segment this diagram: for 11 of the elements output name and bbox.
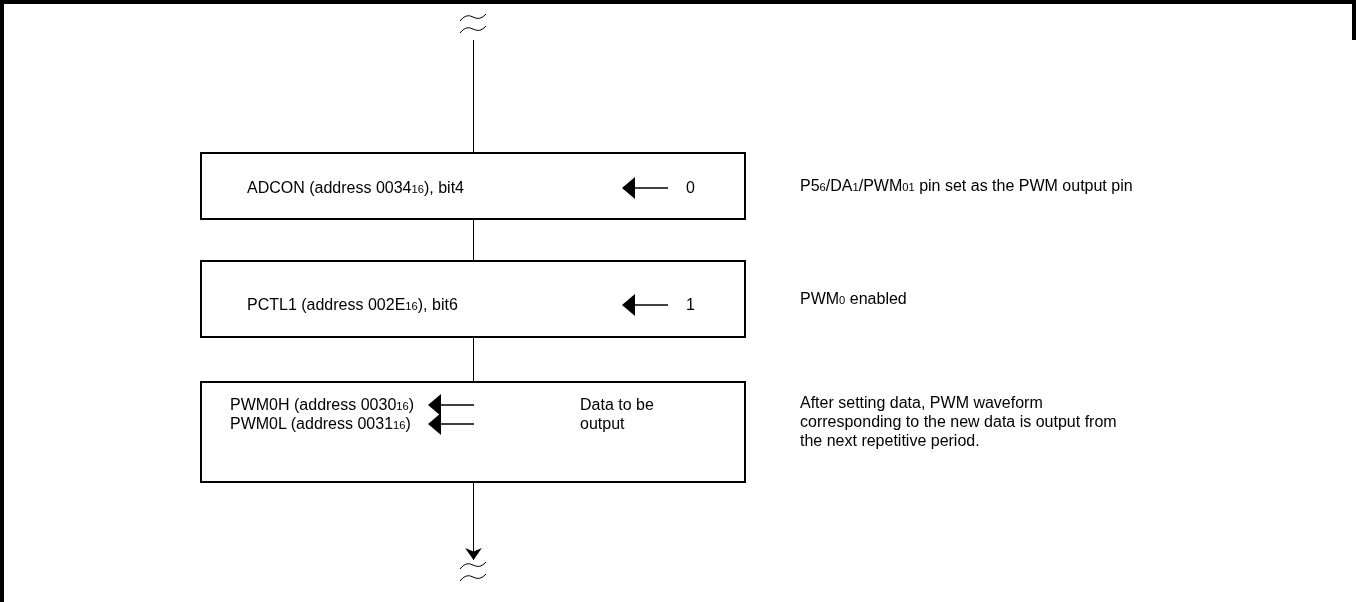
flow-line	[473, 337, 474, 382]
process-box	[200, 381, 746, 483]
process-box	[200, 152, 746, 220]
value-text: 1	[686, 295, 695, 314]
flow-line	[473, 219, 474, 261]
flow-line	[465, 482, 482, 561]
note-text: After setting data, PWM waveform corresponding to the new data is output from the next repetitive period.	[800, 393, 1118, 450]
process-box	[200, 260, 746, 338]
value-text: Data to be output	[580, 395, 655, 433]
flow-line	[473, 39, 474, 153]
value-text: 0	[686, 178, 695, 197]
